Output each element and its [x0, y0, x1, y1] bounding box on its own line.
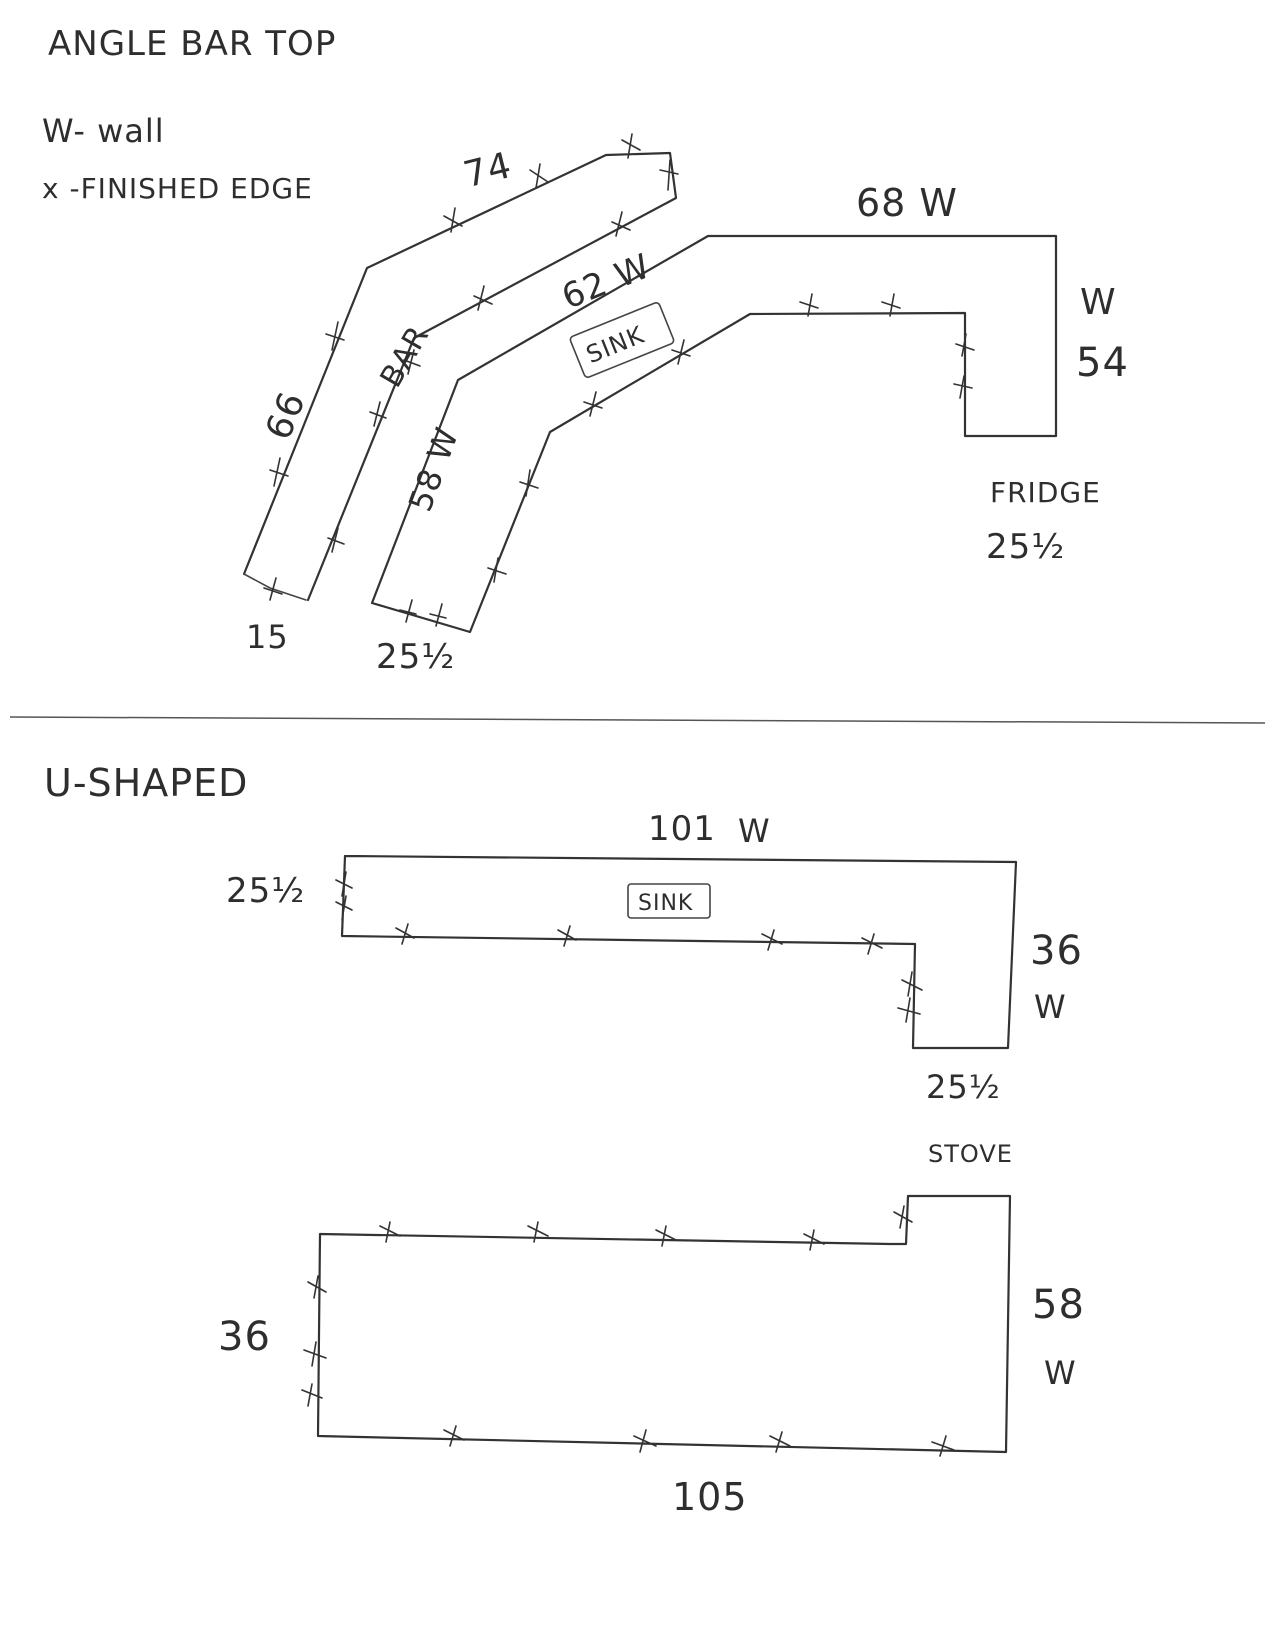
- u-section-title: U-SHAPED: [44, 761, 248, 805]
- dim-62w: 62 W: [556, 246, 656, 317]
- u-upper-outline: [340, 854, 1018, 1050]
- dim-66: 66: [258, 386, 314, 446]
- finished-edge-marks-angle: [263, 133, 975, 627]
- fridge-label: FRIDGE: [990, 476, 1101, 509]
- dim-right-w: W: [1080, 282, 1117, 323]
- finished-edge-marks-u-upper: [335, 871, 923, 1023]
- angle-section-title: ANGLE BAR TOP: [48, 24, 336, 64]
- legend-finished-edge: x -FINISHED EDGE: [42, 172, 313, 205]
- section-divider: [9, 716, 1266, 724]
- angle-counter-outline: [370, 234, 1058, 634]
- dim-58w: 58 W: [401, 422, 466, 516]
- stove-label: STOVE: [928, 1140, 1013, 1168]
- dim-68w: 68 W: [856, 181, 958, 225]
- dim-u-right-36: 36: [1030, 928, 1083, 974]
- dim-lower-right-58: 58: [1032, 1282, 1085, 1328]
- dim-54: 54: [1076, 340, 1129, 386]
- bar-outline-outer: [242, 151, 678, 602]
- dim-u-right-w: W: [1034, 988, 1067, 1026]
- dim-101: 101: [648, 809, 716, 849]
- u-lower-outline: [316, 1194, 1012, 1454]
- dim-105: 105: [672, 1475, 748, 1519]
- dim-lower-left-36: 36: [218, 1314, 271, 1360]
- sink-label-u: SINK: [638, 891, 693, 916]
- dim-fridge-25: 25½: [986, 527, 1065, 567]
- sink-box-u: SINK: [627, 883, 711, 919]
- finished-edge-marks-u-lower: [301, 1205, 955, 1457]
- dim-lower-right-w: W: [1044, 1354, 1077, 1392]
- bar-end-15: [243, 573, 307, 601]
- dim-25-left: 25½: [376, 637, 455, 677]
- angle-bar-section: ANGLE BAR TOP W- wall x -FINISHED EDGE: [42, 24, 1129, 677]
- dim-74: 74: [460, 145, 516, 196]
- dim-101-w: W: [738, 812, 771, 850]
- u-shaped-section: U-SHAPED SINK 101 W 25½ 36 W 25½ STOVE: [44, 761, 1085, 1519]
- legend-wall: W- wall: [42, 112, 165, 150]
- dim-15: 15: [246, 618, 289, 656]
- dim-u-left-25: 25½: [226, 871, 305, 911]
- dim-u-end-25: 25½: [926, 1068, 1001, 1106]
